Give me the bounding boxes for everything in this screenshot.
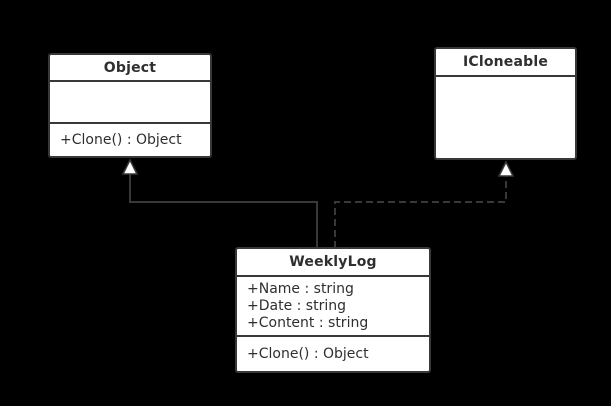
- generalization-arrowhead-icon: [121, 158, 139, 175]
- method-item: +Clone() : Object: [60, 131, 182, 148]
- class-box-weeklylog: WeeklyLog +Name : string +Date : string …: [235, 247, 431, 373]
- class-name-icloneable: ICloneable: [436, 49, 575, 77]
- attribute-item: +Name : string: [247, 281, 354, 297]
- body-compartment-icloneable: [436, 77, 575, 158]
- generalization-connector: [129, 174, 318, 248]
- class-box-object: Object +Clone() : Object: [48, 53, 212, 158]
- attributes-compartment-weeklylog: +Name : string +Date : string +Content :…: [237, 277, 429, 337]
- attributes-compartment-object: [50, 82, 210, 124]
- class-name-object: Object: [50, 55, 210, 82]
- class-name-weeklylog: WeeklyLog: [237, 249, 429, 277]
- attribute-item: +Content : string: [247, 315, 369, 331]
- methods-compartment-object: +Clone() : Object: [50, 124, 210, 156]
- class-box-icloneable: ICloneable: [434, 47, 577, 160]
- attribute-item: +Date : string: [247, 298, 346, 314]
- realization-arrowhead-icon: [497, 160, 515, 177]
- method-item: +Clone() : Object: [247, 345, 369, 362]
- realization-connector: [334, 176, 507, 248]
- methods-compartment-weeklylog: +Clone() : Object: [237, 337, 429, 371]
